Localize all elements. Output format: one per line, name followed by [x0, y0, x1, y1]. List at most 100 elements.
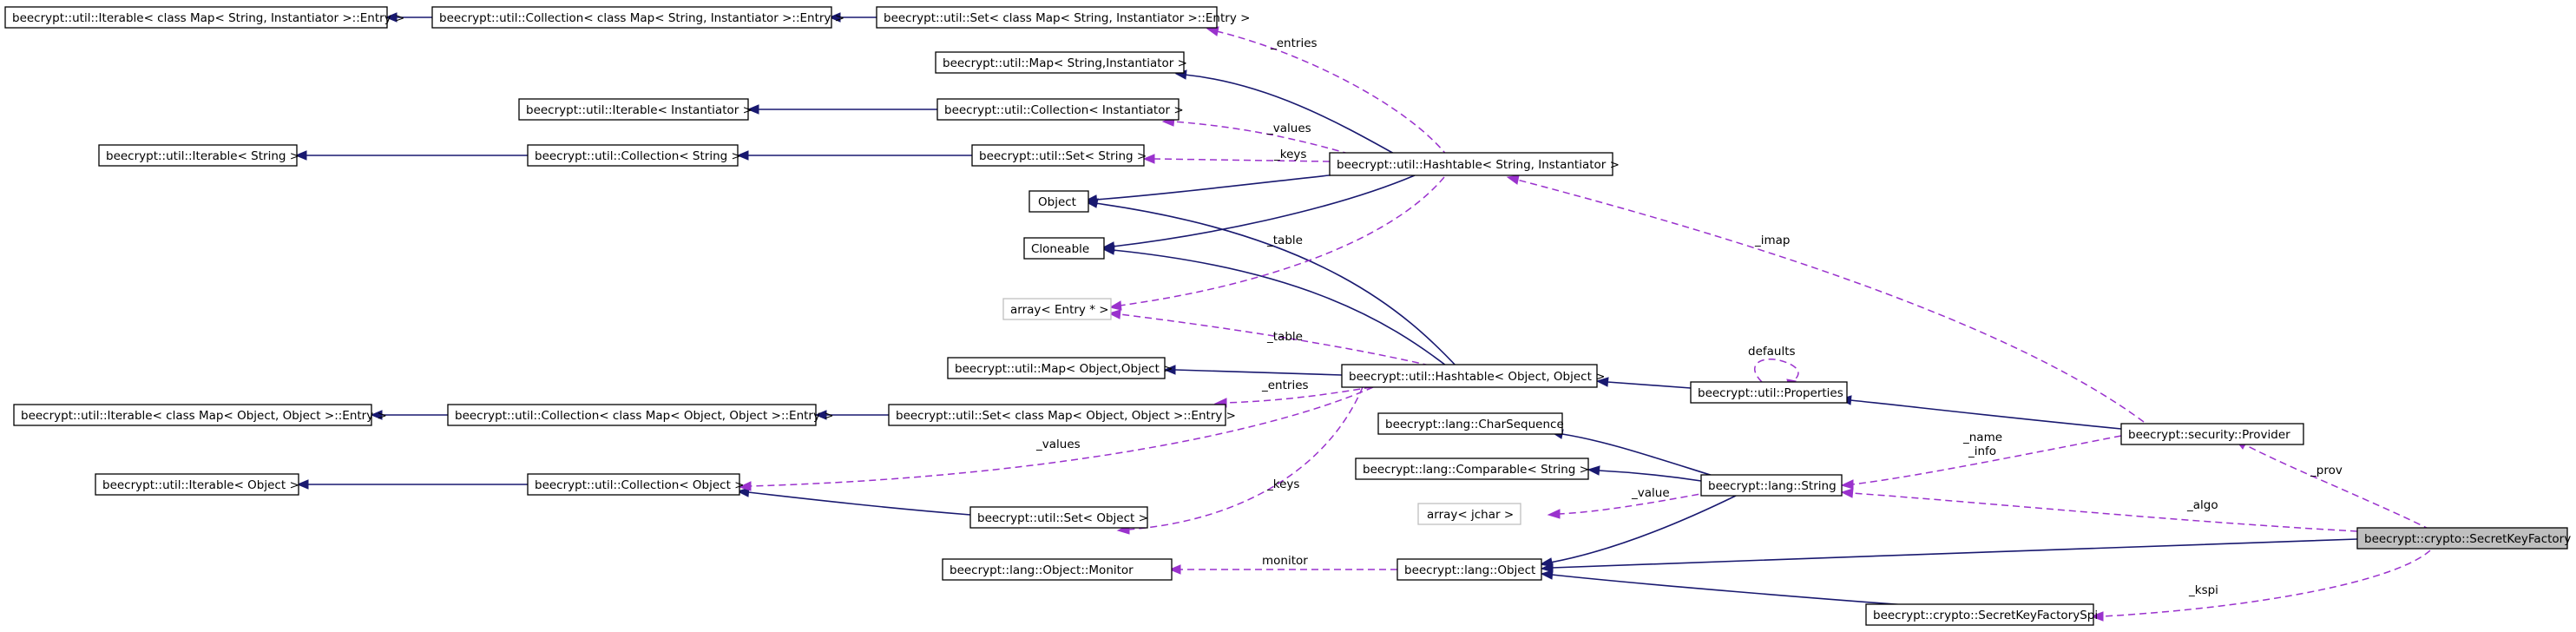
node-iterable-object[interactable]: beecrypt::util::Iterable< Object >: [95, 473, 299, 496]
edge-inherit-hashtable-obj-obj-to-cloneable: [1101, 245, 1450, 369]
svg-text:beecrypt::security::Provider: beecrypt::security::Provider: [2128, 428, 2290, 442]
svg-text:beecrypt::lang::Comparable< St: beecrypt::lang::Comparable< String >: [1363, 463, 1589, 477]
svg-text:beecrypt::util::Set< class Map: beecrypt::util::Set< class Map< Object, …: [896, 409, 1236, 423]
node-cloneable[interactable]: Cloneable: [1023, 237, 1105, 260]
edge-inherit-coll-obj-to-iterable-obj: [296, 479, 528, 490]
node-set-map-object-object-entry[interactable]: beecrypt::util::Set< class Map< Object, …: [888, 404, 1236, 426]
edge-inherit-spi-to-lang-object: [1540, 569, 1919, 607]
edge-inherit-hashtable-to-map-str-inst: [1174, 69, 1396, 155]
node-collection-string[interactable]: beecrypt::util::Collection< String >: [527, 144, 741, 167]
node-iterable-instantiator[interactable]: beecrypt::util::Iterable< Instantiator >: [518, 98, 752, 121]
svg-text:beecrypt::util::Map< Object,Ob: beecrypt::util::Map< Object,Object >: [955, 362, 1173, 376]
edge-label-defaults: defaults: [1748, 345, 1796, 359]
edge-label-prov: _prov: [2310, 464, 2343, 477]
svg-text:beecrypt::lang::String: beecrypt::lang::String: [1708, 479, 1837, 493]
edge-label-value: _value: [1631, 486, 1670, 500]
edge-label-entries-top: _entries: [1270, 36, 1318, 50]
node-iterable-map-string-instantiator-entry[interactable]: beecrypt::util::Iterable< class Map< Str…: [4, 6, 404, 29]
edge-usage-table-mid: [1107, 309, 1442, 369]
nodes: beecrypt::util::Iterable< class Map< Str…: [4, 6, 2571, 626]
node-set-string[interactable]: beecrypt::util::Set< String >: [971, 144, 1147, 167]
edge-usage-entries-top: [1206, 26, 1449, 157]
edge-inherit-coll-str-to-iterable-str: [294, 150, 528, 161]
node-collection-map-string-instantiator-entry[interactable]: beecrypt::util::Collection< class Map< S…: [431, 6, 844, 29]
node-collection-map-object-object-entry[interactable]: beecrypt::util::Collection< class Map< O…: [447, 404, 834, 426]
edge-inherit-hashtable-str-inst-to-cloneable: [1101, 174, 1416, 252]
node-hashtable-object-object[interactable]: beecrypt::util::Hashtable< Object, Objec…: [1341, 364, 1605, 388]
edge-label-values-mid: _values: [1035, 438, 1081, 451]
svg-text:beecrypt::util::Set< Object >: beecrypt::util::Set< Object >: [977, 511, 1148, 525]
edge-usage-keys-top: [1142, 154, 1331, 164]
svg-text:beecrypt::util::Iterable< clas: beecrypt::util::Iterable< class Map< Obj…: [21, 409, 387, 423]
node-set-object[interactable]: beecrypt::util::Set< Object >: [969, 506, 1148, 529]
edge-label-monitor: monitor: [1262, 554, 1308, 568]
edge-labels: _entries _values _keys _table _imap _tab…: [1035, 36, 2343, 597]
svg-text:beecrypt::util::Collection< In: beecrypt::util::Collection< Instantiator…: [944, 103, 1184, 117]
svg-text:beecrypt::util::Collection< St: beecrypt::util::Collection< String >: [535, 149, 741, 163]
edge-usage-values-mid: [738, 386, 1374, 491]
edge-usage-table-top: [1108, 176, 1445, 311]
svg-text:beecrypt::util::Properties: beecrypt::util::Properties: [1698, 386, 1843, 400]
edge-usage-imap: [1506, 174, 2145, 423]
edge-label-entries-mid: _entries: [1261, 379, 1309, 392]
node-iterable-string[interactable]: beecrypt::util::Iterable< String >: [98, 144, 299, 167]
svg-text:beecrypt::lang::CharSequence: beecrypt::lang::CharSequence: [1385, 418, 1564, 431]
svg-text:beecrypt::util::Collection< Ob: beecrypt::util::Collection< Object >: [535, 478, 745, 492]
node-collection-instantiator[interactable]: beecrypt::util::Collection< Instantiator…: [936, 98, 1184, 121]
svg-text:beecrypt::util::Iterable< clas: beecrypt::util::Iterable< class Map< Str…: [12, 11, 404, 25]
edge-usage-name-info: [1840, 435, 2122, 490]
edge-inherit-set-to-coll-map-obj-obj: [814, 410, 889, 420]
svg-text:array< Entry * >: array< Entry * >: [1010, 303, 1109, 317]
edge-usage-monitor: [1168, 564, 1397, 575]
svg-text:beecrypt::util::Iterable< Inst: beecrypt::util::Iterable< Instantiator >: [526, 103, 752, 117]
svg-text:beecrypt::crypto::SecretKeyFac: beecrypt::crypto::SecretKeyFactorySpi: [1873, 609, 2098, 622]
edge-usage-value: [1547, 491, 1711, 519]
edge-inherit-coll-to-iterable-map-obj-obj: [370, 410, 448, 420]
edge-inherit-secretkeyfactory-to-lang-object: [1540, 538, 2358, 573]
edge-label-table-mid: _table: [1266, 330, 1303, 344]
node-properties[interactable]: beecrypt::util::Properties: [1690, 381, 1848, 404]
node-array-jchar[interactable]: array< jchar >: [1417, 503, 1521, 525]
edge-inherit-coll-to-iterable-map-str-inst: [384, 12, 432, 23]
svg-text:Cloneable: Cloneable: [1031, 242, 1089, 256]
edge-usage-algo: [1840, 488, 2358, 532]
edge-usage-prov: [2234, 439, 2431, 530]
node-charsequence[interactable]: beecrypt::lang::CharSequence: [1377, 412, 1564, 435]
svg-text:beecrypt::util::Hashtable< Obj: beecrypt::util::Hashtable< Object, Objec…: [1349, 370, 1605, 384]
node-collection-object[interactable]: beecrypt::util::Collection< Object >: [527, 473, 745, 496]
edge-inherit-hashtable-obj-obj-to-map-obj-obj: [1163, 365, 1343, 376]
svg-text:beecrypt::util::Set< String >: beecrypt::util::Set< String >: [979, 149, 1147, 163]
node-string[interactable]: beecrypt::lang::String: [1700, 474, 1843, 497]
edge-label-algo: _algo: [2186, 498, 2218, 512]
svg-text:beecrypt::util::Collection< cl: beecrypt::util::Collection< class Map< S…: [439, 11, 844, 25]
svg-text:beecrypt::util::Iterable< Obje: beecrypt::util::Iterable< Object >: [102, 478, 299, 492]
svg-text:beecrypt::util::Collection< cl: beecrypt::util::Collection< class Map< O…: [455, 409, 834, 423]
node-secretkeyfactoryspi[interactable]: beecrypt::crypto::SecretKeyFactorySpi: [1865, 603, 2098, 626]
node-hashtable-string-instantiator[interactable]: beecrypt::util::Hashtable< String, Insta…: [1329, 152, 1620, 176]
edge-label-keys-top: _keys: [1273, 148, 1306, 161]
edge-label-table-top: _table: [1266, 234, 1303, 247]
node-comparable-string[interactable]: beecrypt::lang::Comparable< String >: [1355, 458, 1589, 480]
edge-label-kspi: _kspi: [2188, 583, 2218, 597]
node-map-string-instantiator[interactable]: beecrypt::util::Map< String,Instantiator…: [935, 51, 1187, 74]
node-provider[interactable]: beecrypt::security::Provider: [2120, 423, 2304, 445]
edge-usage-kspi: [2090, 550, 2431, 622]
node-secretkeyfactory[interactable]: beecrypt::crypto::SecretKeyFactory: [2356, 527, 2571, 550]
node-lang-object[interactable]: beecrypt::lang::Object: [1396, 558, 1542, 581]
svg-text:beecrypt::lang::Object::Monito: beecrypt::lang::Object::Monitor: [950, 563, 1134, 577]
node-object[interactable]: Object: [1028, 190, 1089, 213]
svg-text:beecrypt::util::Hashtable< Str: beecrypt::util::Hashtable< String, Insta…: [1337, 158, 1620, 172]
node-set-map-string-instantiator-entry[interactable]: beecrypt::util::Set< class Map< String, …: [876, 6, 1250, 29]
edge-label-info: _info: [1968, 444, 1996, 458]
node-array-entry-pointer[interactable]: array< Entry * >: [1002, 298, 1112, 320]
svg-text:Object: Object: [1038, 195, 1076, 209]
svg-text:beecrypt::crypto::SecretKeyFac: beecrypt::crypto::SecretKeyFactory: [2364, 532, 2571, 546]
edge-inherit-properties-to-hashtable-obj-obj: [1595, 377, 1692, 389]
svg-text:beecrypt::util::Map< String,In: beecrypt::util::Map< String,Instantiator…: [943, 56, 1187, 70]
node-map-object-object[interactable]: beecrypt::util::Map< Object,Object >: [947, 357, 1173, 379]
svg-text:beecrypt::util::Iterable< Stri: beecrypt::util::Iterable< String >: [106, 149, 299, 163]
node-object-monitor[interactable]: beecrypt::lang::Object::Monitor: [942, 558, 1173, 581]
edge-inherit-provider-to-properties: [1838, 395, 2122, 430]
edge-inherit-hashtable-str-inst-to-object: [1084, 174, 1337, 205]
node-iterable-map-object-object-entry[interactable]: beecrypt::util::Iterable< class Map< Obj…: [13, 404, 387, 426]
